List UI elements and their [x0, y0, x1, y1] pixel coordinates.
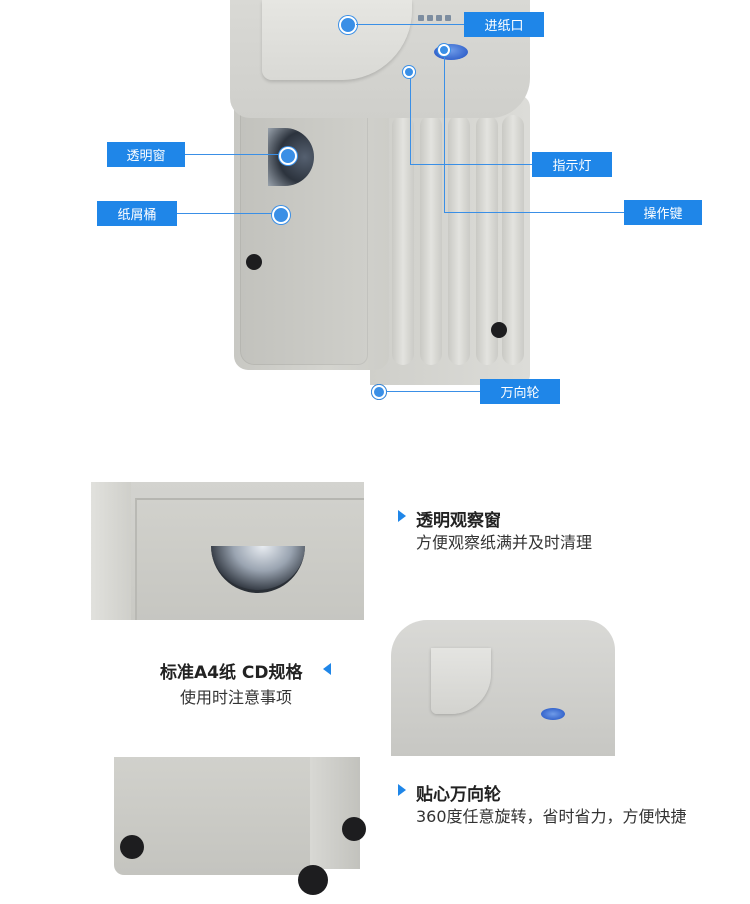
window-detail-photo [91, 482, 364, 620]
callout-dot [403, 66, 415, 78]
tag-indicator-light: 指示灯 [532, 152, 612, 177]
callout-line [177, 213, 272, 214]
callout-line [410, 78, 411, 164]
callout-dot [272, 206, 290, 224]
arrow-left-icon [323, 663, 331, 675]
callout-line [356, 24, 464, 25]
feature-title: 标准A4纸 CD规格 [160, 663, 303, 683]
callout-line [185, 154, 279, 155]
led-indicator-row [418, 6, 478, 21]
callout-line [410, 164, 532, 165]
arrow-right-icon [398, 784, 406, 796]
control-button-icon [541, 708, 565, 720]
feature-title: 透明观察窗 [416, 511, 501, 531]
feature-title: 贴心万向轮 [416, 785, 501, 805]
tag-transparent-window: 透明窗 [107, 142, 185, 167]
feature-subtitle: 方便观察纸满并及时清理 [416, 533, 593, 552]
tag-control-key: 操作键 [624, 200, 702, 225]
callout-dot [372, 385, 386, 399]
tag-scrap-bin: 纸屑桶 [97, 201, 177, 226]
wheel-icon [491, 322, 507, 338]
top-panel-detail-photo [391, 620, 615, 756]
feature-subtitle: 使用时注意事项 [180, 688, 293, 707]
wheel-icon [246, 254, 262, 270]
feature-subtitle: 360度任意旋转，省时省力，方便快捷 [416, 807, 687, 826]
callout-line [444, 56, 445, 212]
side-rib [392, 115, 414, 365]
side-rib [420, 115, 442, 365]
tag-paper-inlet: 进纸口 [464, 12, 544, 37]
wheel-icon [120, 835, 144, 859]
callout-line [444, 212, 624, 213]
arrow-right-icon [398, 510, 406, 522]
wheel-icon [342, 817, 366, 841]
side-rib [502, 115, 524, 365]
shredder-product-image [0, 0, 750, 420]
callout-line [386, 391, 480, 392]
wheels-detail-photo [110, 757, 370, 904]
callout-dot [279, 147, 297, 165]
callout-dot [438, 44, 450, 56]
callout-dot [339, 16, 357, 34]
side-rib [448, 115, 470, 365]
tag-caster-wheels: 万向轮 [480, 379, 560, 404]
wheel-icon [298, 865, 328, 895]
side-rib [476, 115, 498, 365]
